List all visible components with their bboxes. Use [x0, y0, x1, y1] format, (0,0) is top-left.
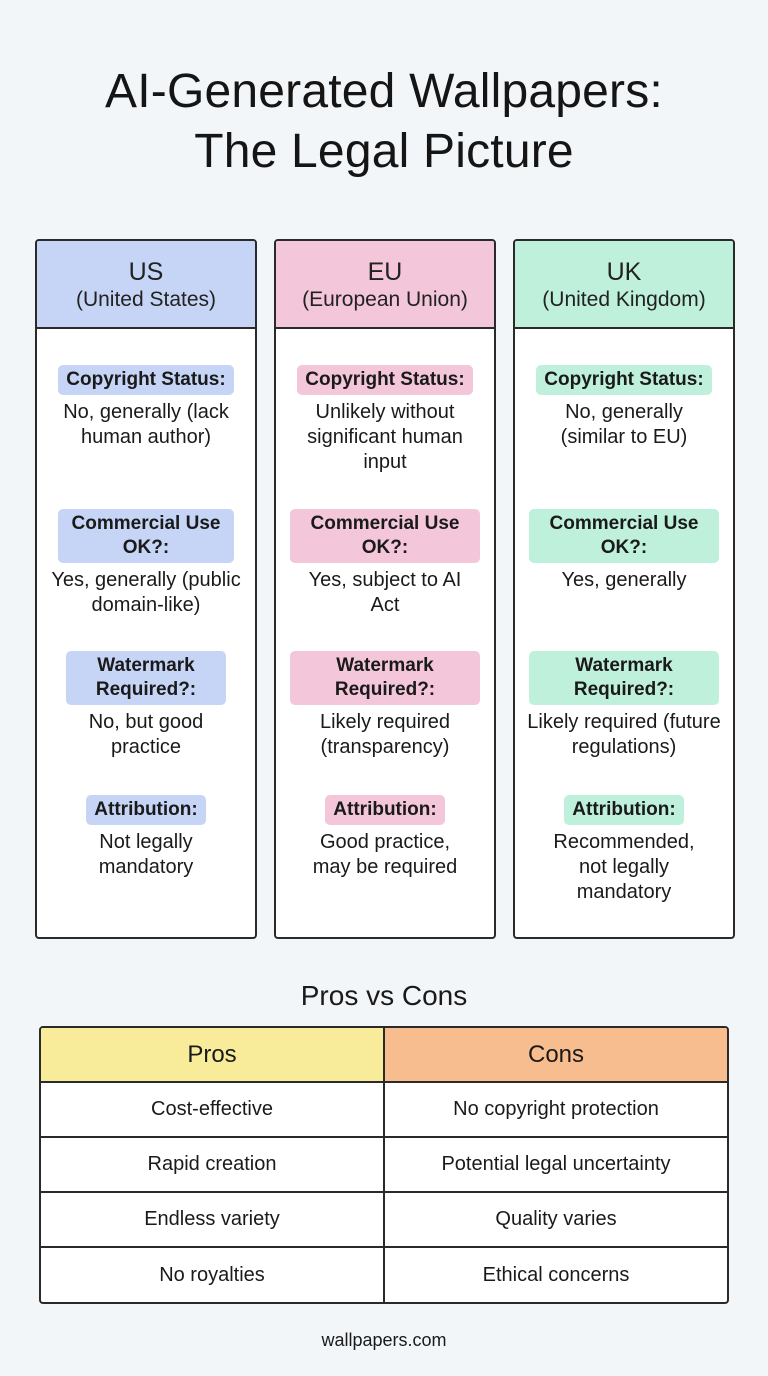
commercial-value: Yes, generally (public domain-like) [51, 569, 241, 616]
attribution-item: Attribution: Not legally mandatory [37, 795, 255, 880]
attribution-value: Recommended, not legally mandatory [553, 831, 695, 903]
table-header-row: Pros Cons [41, 1028, 727, 1083]
attribution-label: Attribution: [325, 795, 445, 825]
copyright-value: No, generally (similar to EU) [560, 401, 688, 448]
cons-header: Cons [385, 1028, 727, 1081]
attribution-label: Attribution: [564, 795, 684, 825]
copyright-label: Copyright Status: [297, 365, 473, 395]
commercial-item: Commercial Use OK?: Yes, generally [515, 509, 733, 593]
copyright-item: Copyright Status: Unlikely without signi… [276, 365, 494, 475]
region-code: EU [367, 258, 403, 286]
attribution-item: Attribution: Recommended, not legally ma… [515, 795, 733, 905]
con-cell: Potential legal uncertainty [441, 1153, 671, 1175]
con-cell: Ethical concerns [482, 1264, 630, 1286]
commercial-item: Commercial Use OK?: Yes, subject to AI A… [276, 509, 494, 618]
copyright-label: Copyright Status: [536, 365, 712, 395]
pros-header: Pros [41, 1028, 385, 1081]
watermark-label: Watermark Required?: [66, 651, 226, 705]
table-row: Cost-effective No copyright protection [41, 1083, 727, 1138]
pro-cell: Endless variety [41, 1193, 385, 1246]
attribution-item: Attribution: Good practice, may be requi… [276, 795, 494, 880]
attribution-value: Good practice, may be required [312, 831, 458, 878]
page-title-line2: The Legal Picture [194, 125, 574, 178]
commercial-item: Commercial Use OK?: Yes, generally (publ… [37, 509, 255, 618]
copyright-item: Copyright Status: No, generally (similar… [515, 365, 733, 450]
region-card-uk: UK (United Kingdom) Copyright Status: No… [513, 239, 735, 939]
pro-cell: No royalties [41, 1248, 385, 1302]
commercial-label: Commercial Use OK?: [529, 509, 719, 563]
watermark-value: Likely required (transparency) [319, 711, 451, 758]
con-cell: Quality varies [495, 1208, 617, 1230]
region-columns: US (United States) Copyright Status: No,… [35, 239, 735, 939]
watermark-label: Watermark Required?: [529, 651, 719, 705]
attribution-value: Not legally mandatory [98, 831, 194, 878]
watermark-value: No, but good practice [88, 711, 204, 758]
con-cell: No copyright protection [453, 1098, 659, 1120]
copyright-value: No, generally (lack human author) [63, 401, 229, 448]
watermark-value: Likely required (future regulations) [527, 711, 721, 758]
copyright-value: Unlikely without significant human input [307, 401, 463, 473]
table-row: Endless variety Quality varies [41, 1193, 727, 1248]
footer-site-link[interactable]: wallpapers.com [321, 1330, 447, 1350]
pro-cell: Rapid creation [41, 1138, 385, 1191]
copyright-label: Copyright Status: [58, 365, 234, 395]
region-header-us: US (United States) [37, 241, 255, 329]
watermark-label: Watermark Required?: [290, 651, 480, 705]
region-header-eu: EU (European Union) [276, 241, 494, 329]
pros-cons-title: Pros vs Cons [300, 980, 468, 1011]
table-row: No royalties Ethical concerns [41, 1248, 727, 1302]
commercial-label: Commercial Use OK?: [290, 509, 480, 563]
region-code: US [128, 258, 164, 286]
watermark-item: Watermark Required?: No, but good practi… [37, 651, 255, 760]
pro-cell: Cost-effective [41, 1083, 385, 1136]
attribution-label: Attribution: [86, 795, 206, 825]
commercial-value: Yes, subject to AI Act [308, 569, 462, 616]
region-card-eu: EU (European Union) Copyright Status: Un… [274, 239, 496, 939]
page-title: AI-Generated Wallpapers: The Legal Pictu… [0, 62, 768, 182]
page-title-line1: AI-Generated Wallpapers: [105, 65, 663, 118]
copyright-item: Copyright Status: No, generally (lack hu… [37, 365, 255, 450]
region-card-us: US (United States) Copyright Status: No,… [35, 239, 257, 939]
region-header-uk: UK (United Kingdom) [515, 241, 733, 329]
commercial-label: Commercial Use OK?: [58, 509, 234, 563]
region-code: UK [606, 258, 642, 286]
pros-cons-table: Pros Cons Cost-effective No copyright pr… [39, 1026, 729, 1304]
region-full-name: (European Union) [302, 288, 468, 311]
watermark-item: Watermark Required?: Likely required (tr… [276, 651, 494, 760]
commercial-value: Yes, generally [561, 569, 687, 591]
watermark-item: Watermark Required?: Likely required (fu… [515, 651, 733, 760]
region-full-name: (United Kingdom) [542, 288, 706, 311]
region-full-name: (United States) [75, 288, 217, 311]
table-row: Rapid creation Potential legal uncertain… [41, 1138, 727, 1193]
